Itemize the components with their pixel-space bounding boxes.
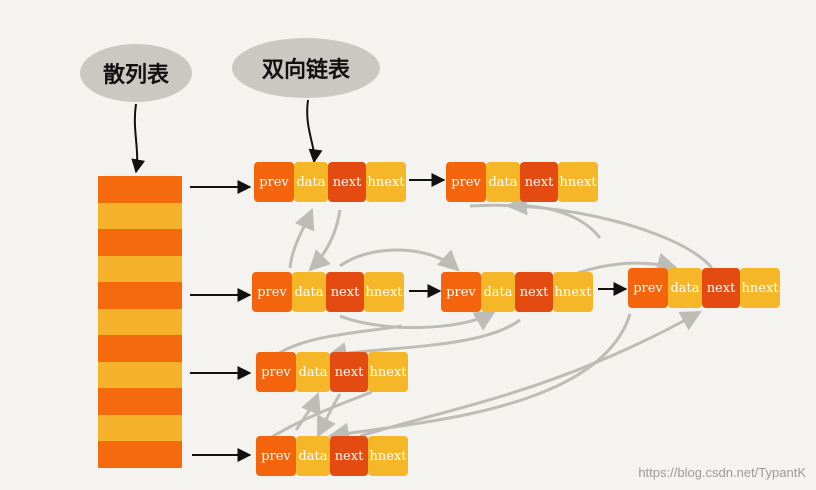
node-data-field: data xyxy=(294,162,328,202)
node-data-field: data xyxy=(481,272,515,312)
node-next-field: next xyxy=(520,162,558,202)
hash-label-pointer xyxy=(131,103,146,174)
node-hnext-field: hnext xyxy=(366,162,406,202)
dll-arrow-2 xyxy=(308,209,342,272)
node-prev-field: prev xyxy=(446,162,486,202)
hash-slot xyxy=(98,388,182,415)
hash-table-label: 散列表 xyxy=(80,44,192,102)
dll-arrow-8 xyxy=(325,318,521,363)
dll-arrow-3 xyxy=(339,248,460,272)
doubly-linked-list-label: 双向链表 xyxy=(232,38,380,98)
dll-arrow-11 xyxy=(316,393,342,438)
dll-arrow-9 xyxy=(271,324,403,360)
hash-table-label-text: 散列表 xyxy=(102,63,169,88)
node-prev-field: prev xyxy=(256,352,296,392)
dll-arrow-5 xyxy=(505,194,602,239)
dll-arrow-4 xyxy=(469,203,714,269)
node-next-field: next xyxy=(326,272,364,312)
node-hnext-field: hnext xyxy=(368,436,408,476)
doubly-linked-list-label-text: 双向链表 xyxy=(261,58,350,83)
node-hnext-field: hnext xyxy=(368,352,408,392)
node-data-field: data xyxy=(296,352,330,392)
hash-slot xyxy=(98,282,182,309)
node-prev-field: prev xyxy=(256,436,296,476)
list-label-pointer xyxy=(306,99,323,164)
dll-arrow-14 xyxy=(269,390,373,440)
dll-arrow-7 xyxy=(339,310,496,331)
dll-arrow-12 xyxy=(359,310,702,438)
hash-slot xyxy=(98,335,182,362)
node-hnext-field: hnext xyxy=(553,272,593,312)
node-next-field: next xyxy=(330,436,368,476)
node-hnext-field: hnext xyxy=(364,272,404,312)
hash-slot xyxy=(98,361,182,388)
hash-slot xyxy=(98,202,182,229)
hash-slot xyxy=(98,441,182,468)
node-next-field: next xyxy=(328,162,366,202)
node-hnext-field: hnext xyxy=(740,268,780,308)
hash-slot xyxy=(98,229,182,256)
hash-slot xyxy=(98,176,182,203)
node-data-field: data xyxy=(486,162,520,202)
node-hnext-field: hnext xyxy=(558,162,598,202)
hash-slot xyxy=(98,414,182,441)
hash-table xyxy=(98,176,182,468)
hash-slot xyxy=(98,308,182,335)
dll-arrow-10 xyxy=(294,392,321,431)
dll-arrow-13 xyxy=(327,313,632,444)
watermark: https://blog.csdn.net/TypantK xyxy=(638,465,806,480)
node-data-field: data xyxy=(296,436,330,476)
node-next-field: next xyxy=(330,352,368,392)
node-data-field: data xyxy=(292,272,326,312)
dll-arrow-1 xyxy=(288,208,315,269)
node-data-field: data xyxy=(668,268,702,308)
node-prev-field: prev xyxy=(628,268,668,308)
node-prev-field: prev xyxy=(254,162,294,202)
hash-slot xyxy=(98,255,182,282)
node-prev-field: prev xyxy=(252,272,292,312)
node-next-field: next xyxy=(515,272,553,312)
node-next-field: next xyxy=(702,268,740,308)
node-prev-field: prev xyxy=(441,272,481,312)
